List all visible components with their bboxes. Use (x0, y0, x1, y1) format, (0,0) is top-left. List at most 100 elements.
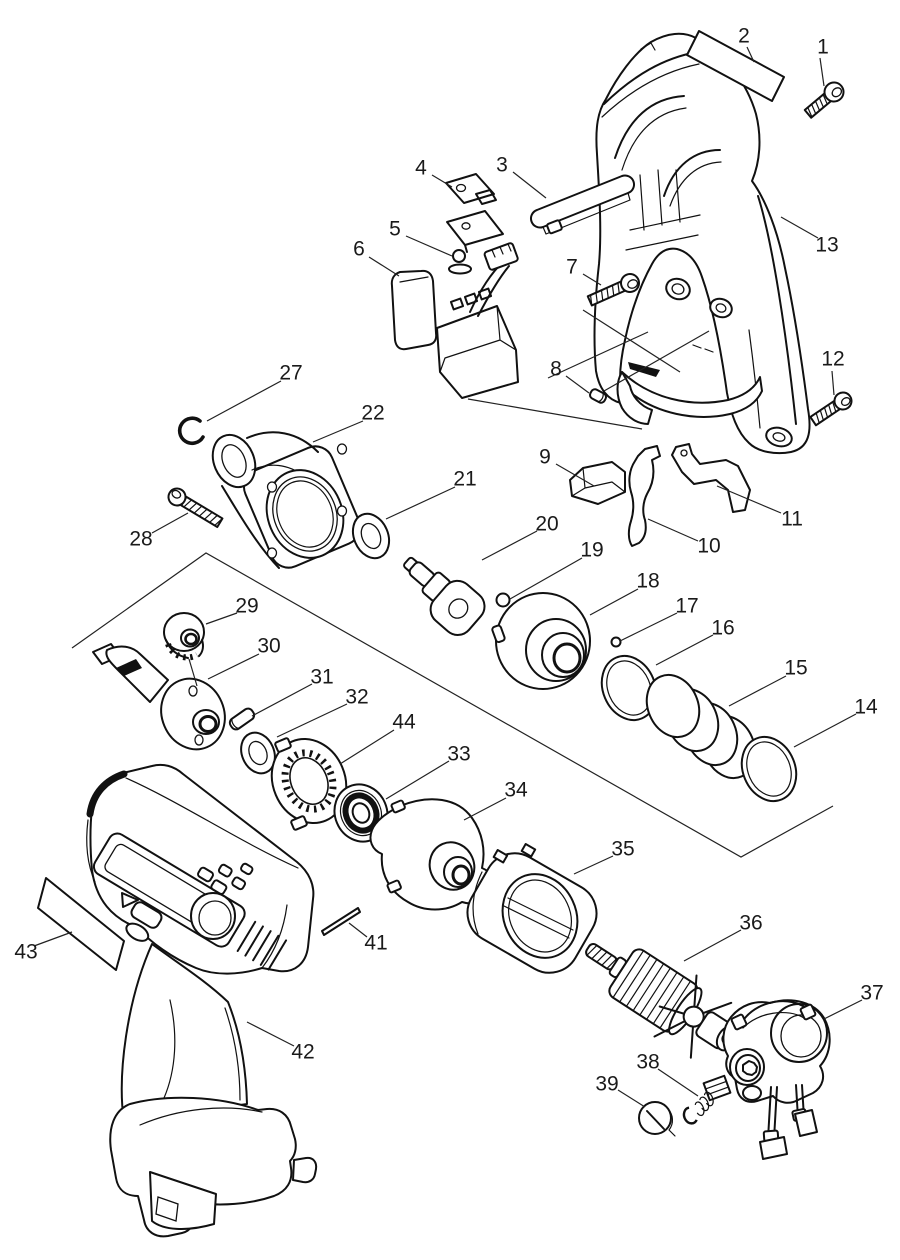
leader-line-36 (683, 929, 742, 962)
part-bracket-11 (671, 443, 751, 513)
part-screw-12 (809, 391, 853, 427)
part-number-20: 20 (535, 513, 558, 536)
part-number-35: 35 (611, 838, 634, 861)
leader-line-30 (207, 653, 260, 680)
part-number-17: 17 (675, 595, 698, 618)
part-brush-cap-39 (638, 1101, 676, 1137)
callout-leader-lines (33, 46, 863, 1108)
part-hammer-case-22 (211, 431, 361, 569)
trigger-switch (125, 901, 163, 942)
part-number-11: 11 (781, 508, 803, 531)
leader-line-22 (312, 420, 364, 443)
housing-vents (236, 920, 288, 971)
leader-line-34 (463, 797, 507, 821)
leader-line-15 (728, 675, 787, 707)
part-snap-ring-27 (177, 416, 205, 445)
part-spindle-20 (403, 556, 486, 636)
leader-line-4 (431, 174, 453, 188)
leader-line-16 (655, 634, 714, 666)
leader-line-3 (512, 171, 547, 199)
leader-line-5 (405, 235, 453, 257)
part-number-16: 16 (711, 617, 734, 640)
leader-line-11 (716, 485, 782, 514)
part-number-9: 9 (539, 446, 551, 469)
housing-bottom-arc (621, 371, 763, 418)
part-lock-lever-10 (627, 445, 661, 547)
part-switch-6 (390, 242, 519, 399)
part-terminal-plate-5 (446, 210, 504, 275)
part-number-8: 8 (550, 358, 562, 381)
part-name-plate-43 (37, 877, 125, 971)
part-number-31: 31 (310, 666, 333, 689)
leader-line-1 (819, 57, 825, 87)
part-yoke-sleeve-35 (466, 843, 598, 974)
part-motor-housing-42 (86, 763, 318, 1238)
assembly-line (547, 331, 649, 379)
part-hammer-18 (491, 592, 591, 690)
part-number-39: 39 (595, 1073, 618, 1096)
part-pin-31 (228, 707, 256, 731)
switch-wire (469, 261, 504, 313)
leader-line-19 (509, 557, 583, 600)
leader-line-18 (589, 588, 639, 616)
part-screw-5 (452, 249, 466, 263)
leader-line-31 (251, 683, 313, 717)
part-number-42: 42 (291, 1041, 314, 1064)
part-number-19: 19 (580, 539, 603, 562)
part-number-27: 27 (279, 362, 302, 385)
part-screw-1 (803, 81, 845, 119)
part-end-bell-37 (722, 999, 831, 1160)
part-steel-ball-19 (495, 592, 511, 608)
part-screw-7 (586, 273, 640, 307)
part-number-3: 3 (496, 154, 508, 177)
part-number-2: 2 (738, 25, 750, 48)
battery-latch (292, 1156, 318, 1184)
part-carbon-brush-38 (682, 1074, 732, 1125)
part-number-labels: 1234567891011121314151617181920212227282… (14, 25, 883, 1096)
part-number-34: 34 (504, 779, 528, 802)
leader-line-27 (206, 380, 282, 422)
part-number-14: 14 (854, 696, 878, 719)
part-number-38: 38 (636, 1051, 659, 1074)
leader-line-32 (276, 703, 348, 738)
leader-line-38 (657, 1068, 699, 1097)
part-number-6: 6 (353, 238, 365, 261)
part-number-30: 30 (257, 635, 280, 658)
leader-line-12 (831, 370, 835, 396)
part-number-15: 15 (784, 657, 807, 680)
part-ring-gear-29 (163, 612, 205, 661)
leader-line-44 (339, 729, 395, 765)
assembly-line (188, 658, 198, 687)
assembly-group-bracket (71, 552, 834, 858)
leader-line-28 (151, 512, 189, 534)
part-number-37: 37 (860, 982, 883, 1005)
leader-line-8 (565, 375, 590, 394)
part-number-1: 1 (817, 36, 829, 59)
part-number-43: 43 (14, 941, 37, 964)
trigger-paddle (390, 269, 438, 351)
part-pin-41 (321, 907, 361, 936)
leader-line-21 (385, 486, 456, 520)
part-contact-block-9 (569, 461, 626, 505)
part-number-36: 36 (739, 912, 762, 935)
part-housing-half (593, 32, 811, 455)
part-washer-21 (351, 512, 391, 560)
switch-wire (477, 265, 510, 317)
assembly-destination-lines (188, 309, 710, 687)
part-number-13: 13 (815, 234, 838, 257)
part-number-18: 18 (636, 570, 659, 593)
part-anvil-30 (92, 643, 226, 751)
part-washer-14 (740, 735, 798, 803)
part-number-21: 21 (453, 468, 476, 491)
part-number-7: 7 (566, 256, 578, 279)
part-steel-ball-17 (610, 636, 622, 648)
part-number-32: 32 (345, 686, 368, 709)
leader-line-29 (205, 612, 238, 625)
part-number-29: 29 (235, 595, 258, 618)
assembly-line (467, 398, 643, 430)
mode-buttons (197, 862, 254, 895)
direction-arrow (121, 892, 139, 908)
leader-line-20 (481, 530, 538, 561)
part-number-4: 4 (415, 157, 427, 180)
